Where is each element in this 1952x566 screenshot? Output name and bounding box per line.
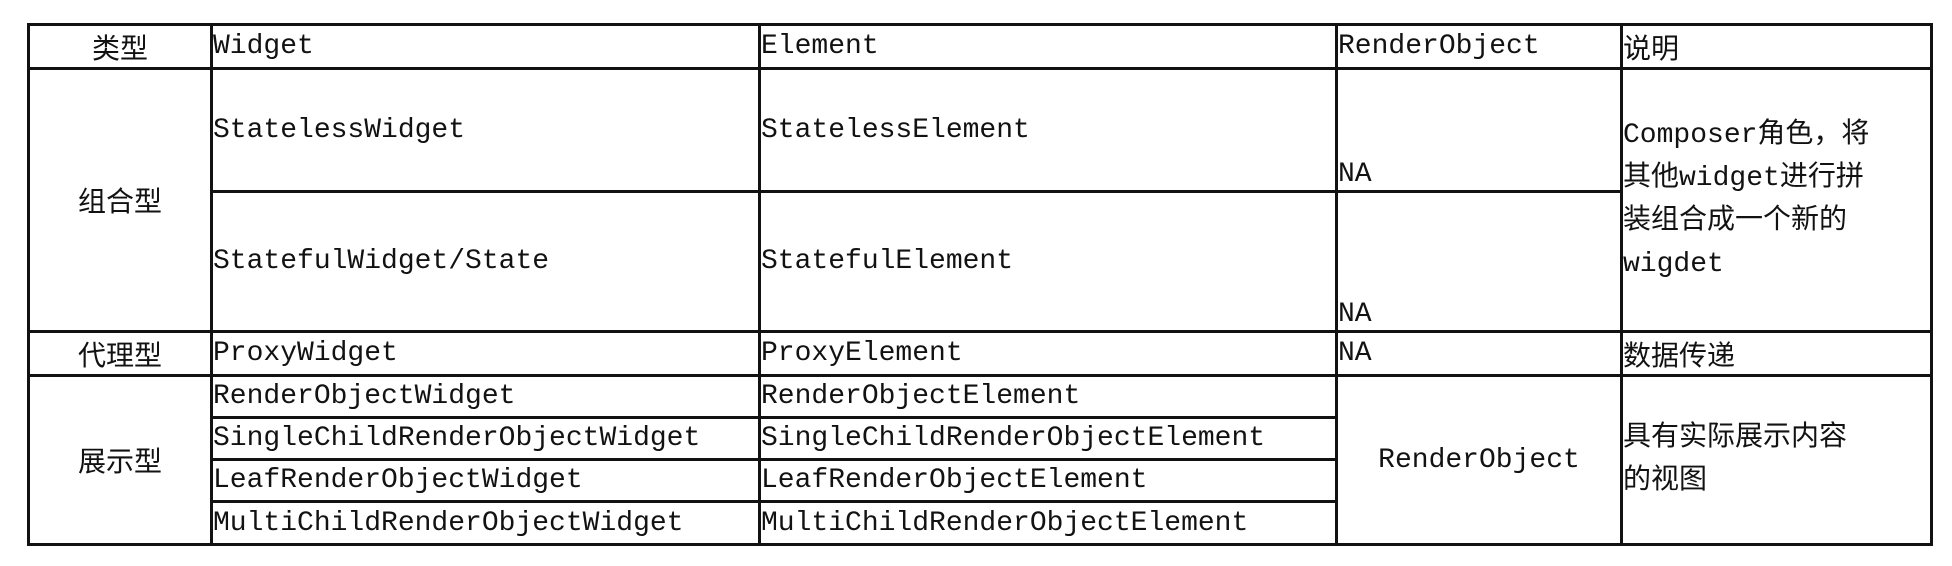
cell-widget-multichild: MultiChildRenderObjectWidget [210,500,761,546]
cell-element-leaf: LeafRenderObjectElement [758,458,1338,503]
cell-type-display: 展示型 [27,374,213,546]
cell-element-multichild: MultiChildRenderObjectElement [758,500,1338,546]
cell-type-proxy: 代理型 [27,330,213,377]
cell-type-composite: 组合型 [27,67,213,333]
table-row-stateful: StatefulWidget/State StatefulElement NA [29,190,1932,333]
cell-description-proxy: 数据传递 [1620,330,1933,377]
header-cell-type: 类型 [27,23,213,70]
cell-renderobject-na-3: NA [1335,330,1623,377]
header-cell-widget: Widget [210,23,761,70]
widget-element-renderobject-table: 类型 Widget Element RenderObject 说明 组合型 St… [27,23,1933,546]
cell-description-display: 具有实际展示内容 的视图 [1620,374,1933,546]
cell-element-singlechild: SingleChildRenderObjectElement [758,416,1338,461]
header-cell-description: 说明 [1620,23,1933,70]
cell-element-proxy: ProxyElement [758,330,1338,377]
cell-renderobject-na-1: NA [1335,67,1623,193]
cell-element-stateless: StatelessElement [758,67,1338,193]
cell-widget-proxy: ProxyWidget [210,330,761,377]
header-cell-element: Element [758,23,1338,70]
cell-renderobject-na-2: NA [1335,190,1623,333]
table-row-leaf: LeafRenderObjectWidget LeafRenderObjectE… [29,458,1932,503]
cell-widget-leaf: LeafRenderObjectWidget [210,458,761,503]
cell-widget-stateful: StatefulWidget/State [210,190,761,333]
cell-element-renderobject: RenderObjectElement [758,374,1338,419]
cell-widget-renderobject: RenderObjectWidget [210,374,761,419]
table-row-multichild: MultiChildRenderObjectWidget MultiChildR… [29,500,1932,546]
header-cell-renderobject: RenderObject [1335,23,1623,70]
table-row-proxy: 代理型 ProxyWidget ProxyElement NA 数据传递 [27,330,1933,377]
cell-widget-stateless: StatelessWidget [210,67,761,193]
table-row-singlechild: SingleChildRenderObjectWidget SingleChil… [29,416,1932,461]
table-row-stateless: 组合型 StatelessWidget StatelessElement NA … [27,67,1933,333]
header-row: 类型 Widget Element RenderObject 说明 [27,23,1933,70]
cell-element-stateful: StatefulElement [758,190,1338,333]
table-row-renderobject: 展示型 RenderObjectWidget RenderObjectEleme… [27,374,1933,546]
cell-description-composite: Composer角色，将 其他widget进行拼 装组合成一个新的 wigdet [1620,67,1933,333]
cell-renderobject-shared: RenderObject [1335,374,1623,546]
cell-widget-singlechild: SingleChildRenderObjectWidget [210,416,761,461]
